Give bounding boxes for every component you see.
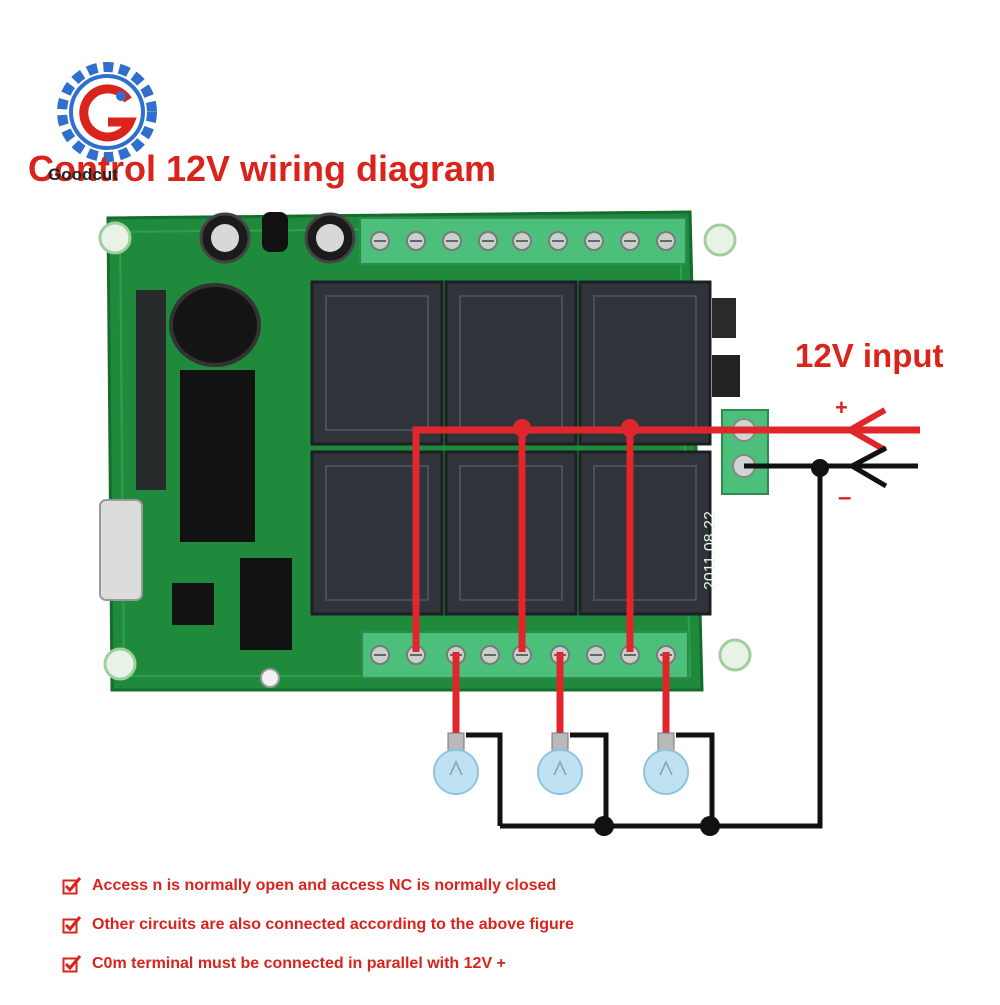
light-bulb-icon	[643, 732, 689, 795]
mount-hole	[718, 638, 752, 672]
notes-list: Access n is normally open and access NC …	[62, 866, 962, 983]
relay	[444, 450, 578, 616]
positive-sign: +	[835, 395, 848, 420]
mount-hole	[98, 221, 132, 255]
relay	[444, 280, 578, 446]
checkbox-checked-icon	[62, 954, 82, 972]
checkbox-checked-icon	[62, 915, 82, 933]
chip-main	[180, 370, 255, 542]
chip-small	[172, 583, 214, 625]
diode	[712, 298, 736, 338]
note-item: Access n is normally open and access NC …	[62, 866, 962, 905]
chip-small	[240, 558, 292, 650]
positive-wire	[412, 426, 920, 652]
note-item: C0m terminal must be connected in parall…	[62, 944, 962, 983]
relay	[310, 280, 444, 446]
diode	[712, 355, 740, 397]
note-item: Other circuits are also connected accord…	[62, 905, 962, 944]
antenna-module	[136, 290, 166, 490]
junction-dot	[621, 419, 639, 437]
junction-dot	[700, 816, 720, 836]
junction-dot	[594, 816, 614, 836]
relay	[578, 280, 712, 446]
lamp-return-wire	[570, 732, 609, 826]
wiring	[412, 407, 920, 836]
mount-hole	[103, 647, 137, 681]
junction-dot	[513, 419, 531, 437]
lamp-return-wire	[466, 732, 503, 826]
junction-dot	[811, 459, 829, 477]
led	[260, 668, 280, 688]
relay	[578, 450, 712, 616]
light-bulb-icon	[433, 732, 479, 795]
note-text: Access n is normally open and access NC …	[92, 876, 557, 894]
inductor	[169, 283, 261, 367]
transistor	[262, 212, 288, 252]
relay	[310, 450, 444, 616]
note-text: Other circuits are also connected accord…	[92, 915, 574, 933]
relay-board	[98, 210, 769, 692]
arrow-negative	[846, 445, 888, 489]
board-date: 2011.08.22	[702, 511, 719, 590]
crystal	[99, 499, 143, 601]
checkbox-checked-icon	[62, 876, 82, 894]
arrow-positive	[843, 407, 887, 453]
light-bulb-icon	[537, 732, 583, 795]
input-label: 12V input	[795, 337, 944, 374]
brand-logo	[57, 62, 157, 162]
lamp-return-wire	[676, 732, 715, 826]
diagram-title: Control 12V wiring diagram	[28, 148, 497, 189]
mount-hole	[703, 223, 737, 257]
note-text: C0m terminal must be connected in parall…	[92, 954, 506, 972]
negative-sign: –	[838, 484, 852, 511]
brand-name: Goodcut	[48, 165, 118, 184]
